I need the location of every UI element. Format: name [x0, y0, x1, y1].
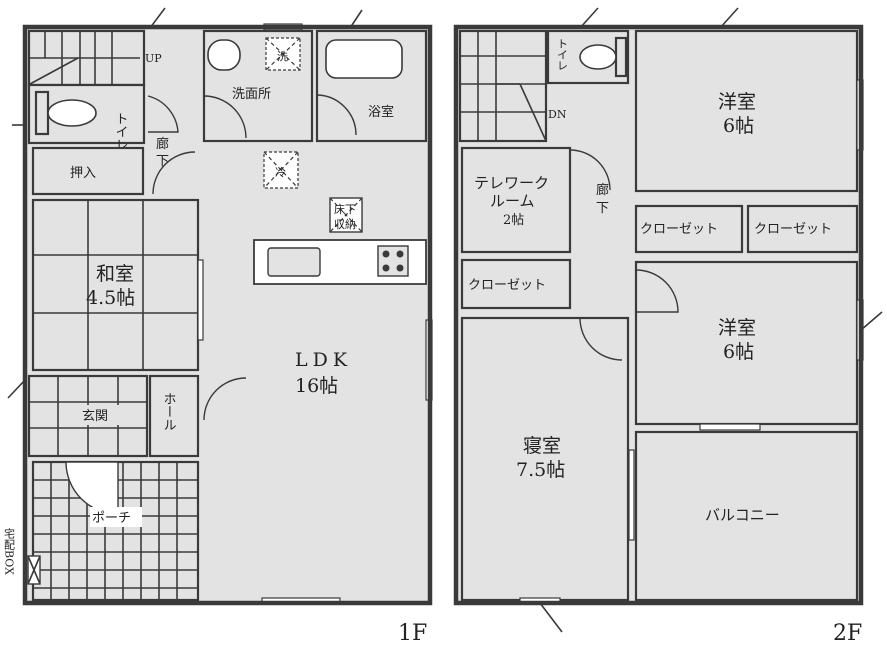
corridor-1f-label-a: 廊	[156, 136, 169, 152]
western-room-1-name: 洋室	[718, 91, 756, 113]
telework-size: 2帖	[503, 213, 524, 228]
western-room-1-size: 6帖	[723, 115, 754, 137]
hall-label: ホール	[161, 392, 176, 431]
floor-1f: UP トイレ 洗 洗面所 浴室 廊 下 押入	[3, 7, 433, 645]
toilet-bowl-icon	[47, 99, 97, 127]
bedroom-door[interactable]	[579, 317, 623, 361]
stairs-steps-1f	[29, 31, 140, 85]
closet-2f-c-label: クローゼット	[468, 278, 546, 293]
western-room-2-name: 洋室	[718, 317, 756, 339]
fridge-label: 冷	[275, 166, 286, 179]
floor-2f: DN トイレ 洋室 6帖 テレワーク ルーム 2帖 廊 下 クローゼット クロー…	[453, 7, 883, 645]
kitchen-sink-icon	[267, 247, 321, 277]
sink-icon	[207, 39, 241, 71]
western-room-2-size: 6帖	[723, 341, 754, 363]
telework-room	[460, 146, 572, 254]
bedroom-size: 7.5帖	[516, 459, 565, 481]
underfloor-label-b: 収納	[334, 218, 356, 231]
closet-2f-a-label: クローゼット	[640, 222, 718, 237]
corridor-1f-label-b: 下	[156, 154, 169, 169]
toilet-bowl-icon-2f	[579, 44, 617, 70]
western-room-2-door[interactable]	[635, 269, 679, 313]
corridor-door[interactable]	[152, 151, 196, 195]
toilet-2f-label: トイレ	[556, 38, 569, 71]
washitsu	[31, 198, 200, 372]
porch-label: ポーチ	[92, 511, 131, 526]
floor-2f-label: 2F	[833, 621, 862, 645]
window-2f-bedroom	[628, 449, 635, 541]
toilet-1f-door[interactable]	[147, 95, 179, 133]
genkan-label: 玄関	[82, 409, 108, 424]
closet-2f-b-label: クローゼット	[754, 222, 832, 237]
window-washitsu	[197, 259, 204, 341]
balcony	[634, 430, 859, 602]
stairs-steps-2f	[460, 31, 547, 142]
washitsu-size: 4.5帖	[86, 287, 135, 309]
stairs-2f	[458, 29, 548, 143]
ldk-name: LDK	[295, 349, 352, 371]
closet-2f-b	[746, 204, 859, 254]
toilet-tank-2f	[614, 36, 628, 78]
stairs-up-label: UP	[145, 52, 162, 65]
ldk-size: 16帖	[295, 375, 338, 397]
oshiire	[31, 146, 145, 196]
washroom-label: 洗面所	[232, 87, 271, 102]
stove-icon	[377, 245, 409, 277]
balcony-label: バルコニー	[705, 506, 780, 524]
washer-label: 洗	[277, 50, 288, 63]
bath-door[interactable]	[317, 94, 357, 136]
bath-label: 浴室	[368, 104, 394, 120]
corridor-2f-label-b: 下	[596, 201, 609, 216]
telework-label-b: ルーム	[490, 192, 535, 210]
telework-door[interactable]	[569, 149, 611, 191]
corridor-2f-label-a: 廊	[596, 182, 609, 198]
toilet-1f-label: トイレ	[113, 112, 128, 151]
washroom-door[interactable]	[203, 95, 247, 139]
closet-2f-a	[634, 204, 744, 254]
window-2f-balcony	[699, 423, 761, 431]
oshiire-label: 押入	[70, 166, 96, 181]
bathtub-icon	[325, 39, 403, 79]
western-room-2	[634, 260, 859, 426]
delivery-box-label: 宅配BOX	[3, 527, 16, 575]
bedroom-name: 寝室	[523, 435, 561, 457]
floor-1f-label: 1F	[398, 621, 427, 645]
underfloor-label-a: 床下	[334, 202, 356, 216]
tatami-lines	[33, 200, 198, 370]
hall	[148, 374, 200, 458]
stairs-dn-label: DN	[548, 108, 567, 121]
toilet-tank-1f	[34, 90, 50, 136]
closet-2f-c	[460, 258, 572, 310]
washitsu-name: 和室	[96, 263, 134, 285]
ldk-door[interactable]	[203, 377, 247, 421]
telework-label-a: テレワーク	[474, 174, 549, 192]
